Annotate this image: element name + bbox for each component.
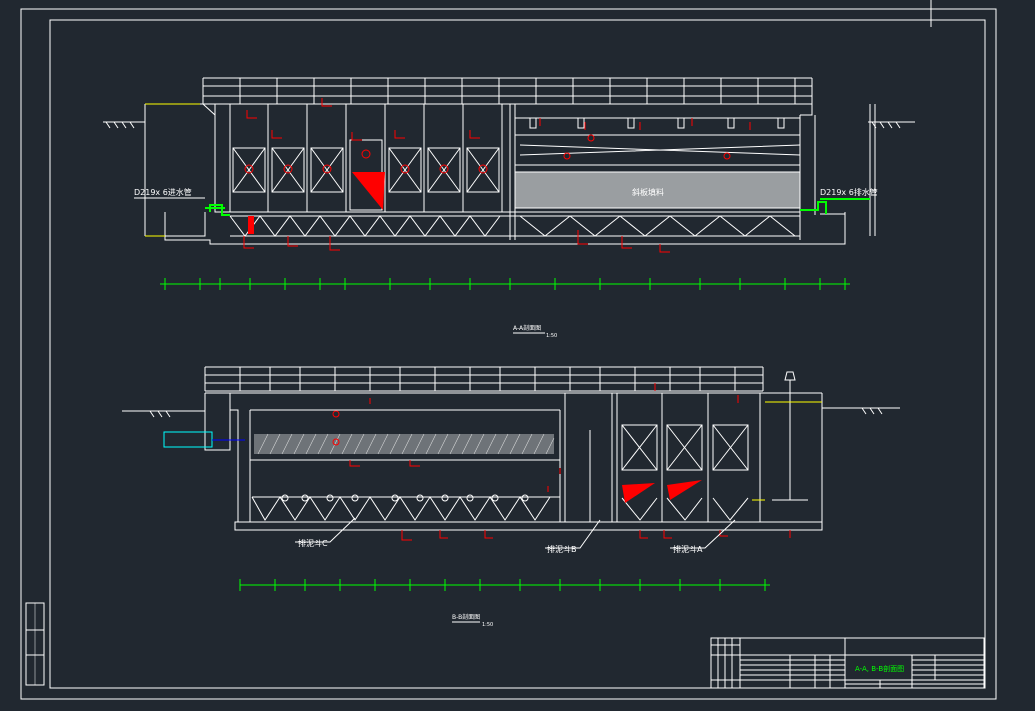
bottom-truss-top <box>229 215 796 237</box>
filter-media-label: 斜板填料 <box>632 187 664 197</box>
section-a-a: 斜板填料 D219x 6进水管 D219x 6排水管 <box>103 77 915 339</box>
section-b-caption: B-B剖面图 <box>452 613 480 621</box>
red-sludge-wedge-top <box>352 172 385 210</box>
red-wedge-b1 <box>622 483 655 503</box>
inlet-pipe-left <box>205 204 230 216</box>
ground-left-top <box>103 104 146 236</box>
hopper-leaders <box>295 517 736 549</box>
red-fill-bottom-left <box>248 216 254 234</box>
tank-outline-bottom <box>204 392 823 531</box>
pipe-right-label: D219x 6排水管 <box>820 187 878 197</box>
hopper-label-c: 排泥斗C <box>298 538 328 548</box>
tank-outline-top <box>145 103 846 245</box>
inclined-plate-hatch <box>254 434 554 454</box>
yellow-leaders-bottom <box>752 401 822 501</box>
outlet-pipe-right <box>800 198 870 214</box>
dimension-line-bottom <box>239 579 770 591</box>
red-markers-bottom <box>332 383 791 541</box>
section-a-caption: A-A剖面图 <box>513 324 541 332</box>
yellow-leaders-top <box>145 103 200 237</box>
section-a-scale: 1:50 <box>546 333 557 339</box>
bottom-hoppers <box>251 494 560 521</box>
weir-notches <box>515 117 800 129</box>
sheet-inner-border <box>49 19 986 689</box>
title-block-drawing-title: A-A, B-B剖面图 <box>855 664 904 673</box>
mixer-shaft <box>772 371 808 501</box>
ground-bottom <box>122 407 900 418</box>
red-wedge-b2 <box>667 480 702 500</box>
hopper-label-b: 排泥斗B <box>547 544 577 554</box>
railing-bottom <box>204 366 764 392</box>
filter-media-hatch <box>515 172 800 208</box>
sheet-outer-border <box>20 8 997 700</box>
dimension-line-top <box>160 278 850 290</box>
red-markers-top <box>243 98 751 253</box>
settling-plates-top <box>515 134 801 166</box>
ground-right-top <box>868 104 915 236</box>
hopper-label-a: 排泥斗A <box>673 544 703 554</box>
section-b-b: 排泥斗C 排泥斗B 排泥斗A B-B剖面图 1:50 <box>122 366 900 628</box>
pipe-left-label: D219x 6进水管 <box>134 187 192 197</box>
binding-strip <box>25 602 45 686</box>
title-block <box>710 637 985 689</box>
sludge-cells-bottom <box>621 424 749 521</box>
railing-top <box>202 77 813 105</box>
section-b-scale: 1:50 <box>482 622 493 628</box>
